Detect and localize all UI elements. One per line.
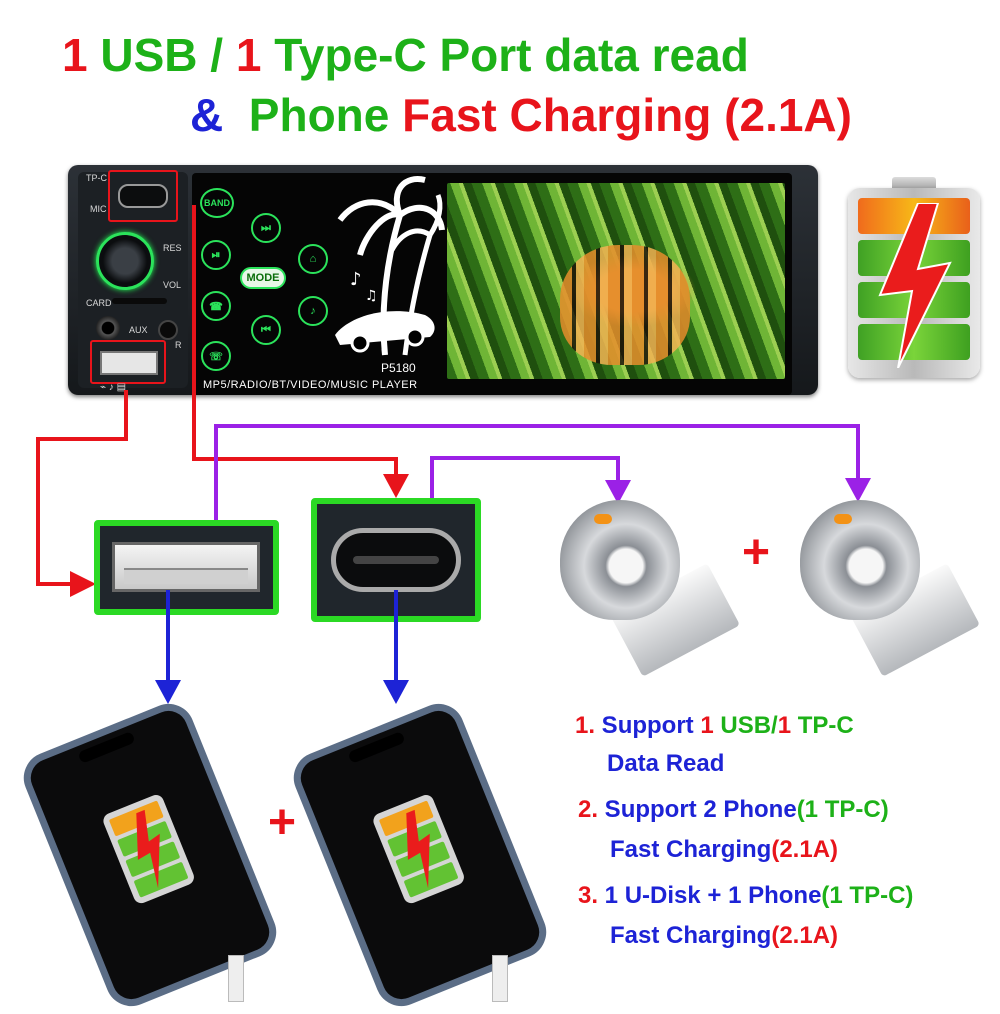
svg-text:♪: ♪ (350, 269, 362, 290)
feature-3-line-1: 3. 1 U-Disk + 1 Phone(1 TP-C) (578, 882, 913, 910)
text-segment: Phone (223, 89, 403, 141)
text-segment: Support (595, 712, 701, 739)
text-segment: 3. (578, 882, 599, 909)
text-segment: & (190, 89, 224, 141)
text-segment: 1 (235, 29, 262, 81)
feature-1-line-2: Data Read (607, 750, 725, 777)
text-segment: Fast Charging (2.1A) (402, 89, 852, 141)
red-connector-line (36, 582, 76, 586)
u-disk-2 (800, 500, 920, 620)
text-segment: (2.1A) (771, 836, 839, 863)
reset-hole (158, 320, 178, 340)
text-segment: 1. (575, 712, 596, 739)
svg-text:♫: ♫ (365, 288, 378, 304)
text-segment: 1 (700, 712, 714, 739)
text-segment: Fast Charging (610, 836, 772, 863)
purple-connector-line (214, 424, 860, 428)
usb-a-port-enlarged (94, 520, 279, 615)
purple-connector-line (214, 424, 218, 564)
music-video-icon[interactable]: ♪ (298, 296, 328, 326)
type-c-port-highlight (108, 170, 178, 222)
text-segment: USB / (87, 29, 236, 81)
red-arrow-head (383, 474, 409, 498)
purple-connector-line (616, 456, 620, 486)
feature-3-line-2: Fast Charging(2.1A) (610, 922, 838, 950)
battery-cap (892, 177, 936, 191)
usb-cable (492, 955, 508, 1002)
lightning-bolt-icon (878, 203, 952, 368)
feature-2-line-2: Fast Charging(2.1A) (610, 836, 838, 864)
red-connector-line (36, 437, 128, 441)
text-segment: (1 TP-C) (821, 882, 914, 909)
sd-card-slot (112, 298, 167, 304)
text-segment: 1 U-Disk + 1 Phone (598, 882, 822, 909)
blue-connector-line (166, 590, 170, 685)
tiger-face (560, 245, 690, 365)
player-tagline: MP5/RADIO/BT/VIDEO/MUSIC PLAYER (203, 379, 418, 391)
res-label: RES (163, 243, 182, 253)
text-segment: Support 2 Phone (598, 796, 797, 823)
home-icon[interactable]: ⌂ (298, 244, 328, 274)
text-segment: Fast Charging (610, 922, 772, 949)
text-segment: Type-C Port data read (261, 29, 749, 81)
purple-arrow-head (845, 478, 871, 502)
headline-line-2: & Phone Fast Charging (2.1A) (190, 88, 852, 142)
feature-1-line-1: 1. Support 1 USB/1 TP-C (575, 712, 854, 740)
blue-arrow-head (155, 680, 181, 704)
u-disk-1 (560, 500, 680, 620)
red-connector-line (192, 457, 398, 461)
phone-answer-icon[interactable]: ☎ (201, 291, 231, 321)
purple-connector-line (856, 424, 860, 484)
r-label: R (175, 340, 182, 350)
model-label: P5180 (381, 361, 416, 375)
phone-1 (15, 696, 285, 1014)
headline-line-1: 1 USB / 1 Type-C Port data read (62, 28, 749, 82)
text-segment: 1 (62, 29, 88, 81)
red-connector-line (124, 390, 128, 440)
lightning-bolt-icon (136, 809, 160, 889)
blue-connector-line (394, 590, 398, 685)
volume-knob[interactable] (96, 232, 154, 290)
feature-2-line-1: 2. Support 2 Phone(1 TP-C) (578, 796, 889, 824)
usb-a-port (100, 351, 158, 375)
red-connector-line (394, 457, 398, 481)
text-segment: TP-C (791, 712, 854, 739)
text-segment: (2.1A) (771, 922, 839, 949)
palm-tree-car-graphic: ♪ ♫ (335, 176, 445, 356)
play-pause-button[interactable]: ⏯ (201, 240, 231, 270)
phone-battery-icon (101, 792, 197, 906)
plus-sign: + (268, 796, 297, 849)
aux-jack (96, 316, 120, 340)
text-segment: 2. (578, 796, 599, 823)
red-arrow-head (70, 571, 96, 597)
aux-label: AUX (129, 325, 148, 335)
next-track-button[interactable]: ⏭ (251, 213, 281, 243)
lightning-bolt-icon (406, 809, 430, 889)
type-c-port (118, 184, 168, 208)
phone-2 (285, 696, 555, 1014)
mode-button[interactable]: MODE (240, 267, 286, 289)
red-connector-line (192, 205, 196, 460)
purple-arrow-head (605, 480, 631, 504)
text-segment: USB/ (713, 712, 778, 739)
text-segment: (1 TP-C) (796, 796, 889, 823)
text-segment: 1 (777, 712, 792, 739)
phone-battery-icon (371, 792, 467, 906)
charge-music-icons: ⌁ ♪ ▤ (100, 382, 127, 393)
band-button[interactable]: BAND (200, 188, 234, 218)
red-connector-line (36, 437, 40, 585)
usb-port-highlight (90, 340, 166, 384)
large-battery-icon (848, 188, 980, 378)
blue-arrow-head (383, 680, 409, 704)
tp-c-label: TP-C (86, 173, 107, 183)
card-label: CARD (86, 298, 112, 308)
vol-label: VOL (163, 280, 182, 290)
purple-connector-line (430, 456, 620, 460)
phone-hangup-icon[interactable]: ☏ (201, 341, 231, 371)
previous-track-button[interactable]: ⏮ (251, 315, 281, 345)
mic-label: MIC (90, 204, 107, 214)
usb-cable (228, 955, 244, 1002)
plus-sign: + (742, 526, 771, 579)
